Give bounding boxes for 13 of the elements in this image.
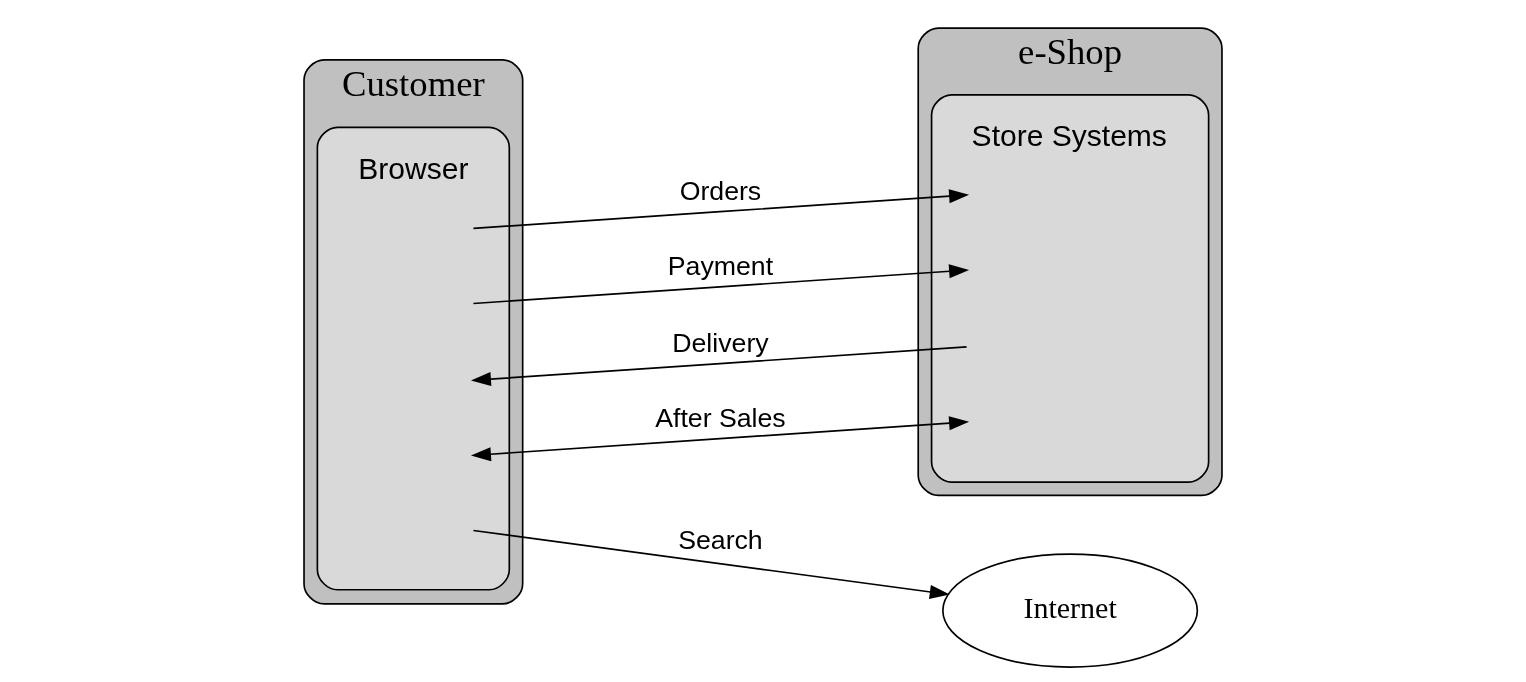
arrow <box>472 189 970 230</box>
arrow <box>472 529 950 599</box>
edge-label: After Sales <box>655 402 786 433</box>
node-box: Browser <box>316 126 511 591</box>
node-ellipse: Internet <box>942 553 1199 668</box>
edge-label: Delivery <box>672 327 769 358</box>
arrow <box>470 346 968 387</box>
arrow <box>472 264 970 305</box>
arrow <box>470 416 970 462</box>
edge-label: Search <box>678 524 763 555</box>
edge-label: Orders <box>679 175 762 206</box>
edge-label: Payment <box>667 250 774 281</box>
node-box: Store Systems <box>930 94 1210 483</box>
